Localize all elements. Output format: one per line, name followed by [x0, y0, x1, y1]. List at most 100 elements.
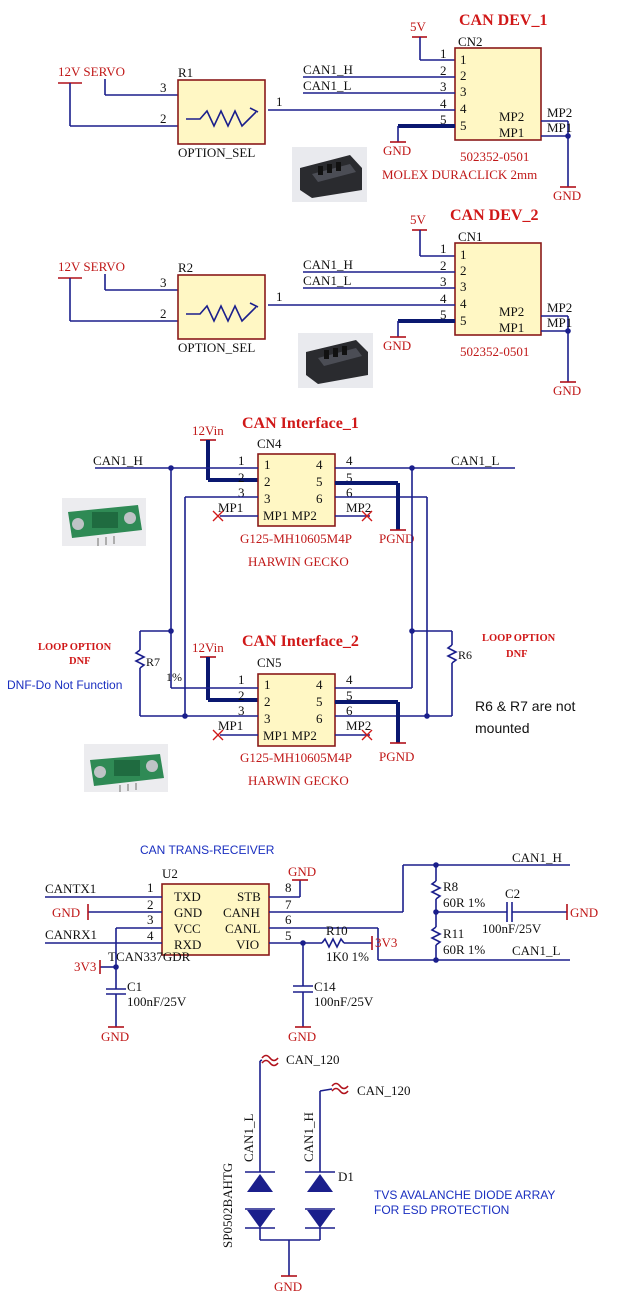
tvs-block: CAN_120 CAN_120 CAN1_L CAN1_H SP0502BAHT… [220, 1052, 555, 1294]
r8-ref: R8 [443, 879, 458, 894]
gnd-mp-label-2: GND [553, 383, 581, 398]
cn5-pin6: 6 [316, 711, 323, 726]
connector-cn1 [454, 242, 542, 336]
connector-description: MOLEX DURACLICK 2mm [382, 167, 537, 182]
tvs-net-can1-h: CAN1_H [301, 1112, 316, 1162]
can-interface-2-title: CAN Interface_2 [242, 633, 359, 650]
cn5-pin1: 1 [264, 677, 271, 692]
cn2-pin4-num: 4 [460, 101, 467, 116]
u2-pin-stb: STB [237, 889, 261, 904]
cn4-ext-pin1: 1 [238, 453, 245, 468]
cn4-ext-pin3: 3 [238, 485, 245, 500]
connector-part-number: 502352-0501 [460, 149, 529, 164]
dnf-note: DNF-Do Not Function [7, 678, 122, 692]
r6-ref: R6 [458, 648, 472, 662]
u2-pin-canl: CANL [225, 921, 260, 936]
cn1-pin4-num: 4 [460, 296, 467, 311]
net-12v-servo-label-2: 12V SERVO [58, 259, 125, 274]
cn5-mp2-label: MP2 [346, 718, 371, 733]
can120-label-b: CAN_120 [357, 1083, 410, 1098]
can120-label-a: CAN_120 [286, 1052, 339, 1067]
loop-dnf-right: DNF [506, 649, 528, 660]
cn5-description: HARWIN GECKO [248, 773, 349, 788]
u2-pin-rxd: RXD [174, 937, 201, 952]
u2-pin-txd: TXD [174, 889, 201, 904]
cn4-mp2-label: MP2 [346, 500, 371, 515]
u2-num8: 8 [285, 880, 292, 895]
cn2-mp1-label: MP1 [499, 125, 524, 140]
transceiver-block: CAN TRANS-RECEIVER U2 TXD GND VCC RXD ST… [45, 843, 598, 1044]
net-can1-h-label: CAN1_H [303, 62, 353, 77]
cn1-pin3-num: 3 [460, 279, 467, 294]
tvs-part-number: SP0502BAHTG [220, 1163, 235, 1248]
r1-pin2: 2 [160, 111, 167, 126]
u2-num4: 4 [147, 928, 154, 943]
resistor-r2-ref: R2 [178, 260, 193, 275]
r11-value: 60R 1% [443, 942, 485, 957]
c1-gnd: GND [101, 1029, 129, 1044]
cn4-pin5: 5 [316, 474, 323, 489]
net-canrx1: CANRX1 [45, 927, 97, 942]
mp2-net-label-2: MP2 [547, 300, 572, 315]
molex-connector-image [292, 147, 367, 202]
cn4-pin3: 3 [264, 491, 271, 506]
cn4-ext-pin4: 4 [346, 453, 353, 468]
cn5-ext-pin3: 3 [238, 703, 245, 718]
loop-dnf-left: DNF [69, 656, 91, 667]
tvs-ref-d1: D1 [338, 1169, 354, 1184]
loop-option-left: LOOP OPTION [38, 642, 112, 653]
mp1-net-label-2: MP1 [547, 315, 572, 330]
cn4-ext-pin2: 2 [238, 470, 245, 485]
can-if-2-pwr-label: 12Vin [192, 640, 224, 655]
net-12v-servo-label: 12V SERVO [58, 64, 125, 79]
cn4-pin6: 6 [316, 491, 323, 506]
u2-pin-vcc: VCC [174, 921, 201, 936]
cn5-ext-pin5: 5 [346, 688, 353, 703]
mp1-net-label: MP1 [547, 120, 572, 135]
mount-note-line2: mounted [475, 720, 529, 736]
cn5-ext-pin6: 6 [346, 703, 353, 718]
c14-gnd: GND [288, 1029, 316, 1044]
u2-ref: U2 [162, 866, 178, 881]
cn2-ext-pin5: 5 [440, 112, 447, 127]
cn1-mp2-label: MP2 [499, 304, 524, 319]
resistor-r2-value: OPTION_SEL [178, 340, 255, 355]
cn1-mp1-label: MP1 [499, 320, 524, 335]
u2-num7: 7 [285, 897, 292, 912]
cn5-ext-pin4: 4 [346, 672, 353, 687]
r1-pin1: 1 [276, 94, 283, 109]
cn5-part-number: G125-MH10605M4P [240, 750, 352, 765]
c2-gnd: GND [570, 905, 598, 920]
c14-value: 100nF/25V [314, 994, 374, 1009]
cn4-part-number: G125-MH10605M4P [240, 531, 352, 546]
r11-ref: R11 [443, 926, 464, 941]
net-canl-right: CAN1_L [512, 943, 560, 958]
u2-part-number: TCAN337GDR [108, 949, 191, 964]
u2-num3: 3 [147, 912, 154, 927]
tvs-note-line1: TVS AVALANCHE DIODE ARRAY [374, 1188, 555, 1202]
ic-u2 [161, 883, 270, 956]
r7-pct: 1% [166, 670, 182, 684]
u2-num6: 6 [285, 912, 292, 927]
connector-cn2-ref: CN2 [458, 34, 483, 49]
cn1-ext-pin4: 4 [440, 291, 447, 306]
r10-3v3: 3V3 [375, 935, 397, 950]
cn4-ext-pin6: 6 [346, 485, 353, 500]
cn2-ext-pin3: 3 [440, 79, 447, 94]
loop-option-right: LOOP OPTION [482, 633, 556, 644]
can-interface-1-title: CAN Interface_1 [242, 415, 359, 432]
r8-value: 60R 1% [443, 895, 485, 910]
u2-num5: 5 [285, 928, 292, 943]
cn5-pin4: 4 [316, 677, 323, 692]
cn2-ext-pin2: 2 [440, 63, 447, 78]
r2-pin2: 2 [160, 306, 167, 321]
cn1-pin5-num: 5 [460, 313, 467, 328]
cn5-ext-pin2: 2 [238, 688, 245, 703]
cn2-ext-pin4: 4 [440, 96, 447, 111]
connector-cn1-ref: CN1 [458, 229, 483, 244]
resistor-r1-ref: R1 [178, 65, 193, 80]
c1-ref: C1 [127, 979, 142, 994]
r2-pin3: 3 [160, 275, 167, 290]
if-net-can1-h: CAN1_H [93, 453, 143, 468]
stb-gnd: GND [288, 864, 316, 879]
